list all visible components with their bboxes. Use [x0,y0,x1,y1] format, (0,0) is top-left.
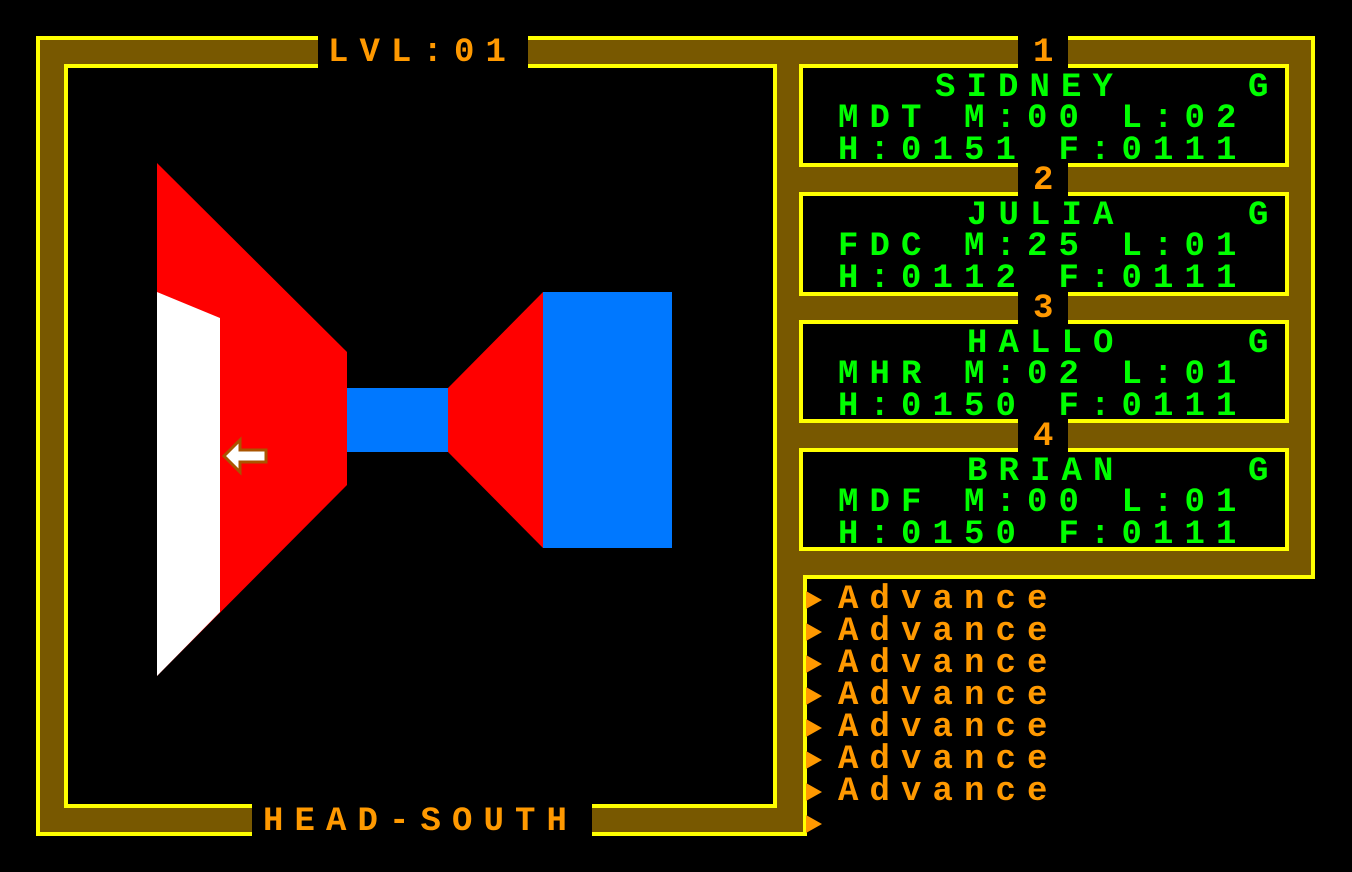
party-box-4 [799,448,1289,551]
log-entry: Advance [806,583,1059,617]
right-front-wall [543,292,672,548]
prompt-arrow-icon [806,623,822,641]
prompt-arrow-icon [806,783,822,801]
slot-number: 1 [1033,34,1065,72]
heading-indicator: HEAD-SOUTH [263,803,579,841]
message-log: Advance Advance Advance Advance Advance … [806,583,1059,840]
far-front-wall [347,388,448,452]
member-flag: G [1248,69,1280,107]
log-entry: Advance [806,743,1059,777]
member-hp: H:0151 F:0111 [838,132,1248,170]
prompt-arrow-icon [806,815,822,833]
party-box-3 [799,320,1289,423]
prompt-arrow-icon [806,591,822,609]
prompt-arrow-icon [806,687,822,705]
log-entry: Advance [806,775,1059,809]
slot-number: 4 [1033,418,1065,456]
member-name: JULIA [967,197,1125,235]
near-left-wall [157,292,220,676]
log-entry: Advance [806,647,1059,681]
member-hp: H:0150 F:0111 [838,516,1248,554]
slot-number: 2 [1033,162,1065,200]
prompt-arrow-icon [806,655,822,673]
member-stats: FDC M:25 L:01 [838,228,1248,266]
party-box-1 [799,64,1289,167]
party-box-2 [799,192,1289,296]
member-stats: MHR M:02 L:01 [838,356,1248,394]
member-stats: MDT M:00 L:02 [838,100,1248,138]
member-name: SIDNEY [935,69,1125,107]
right-side-wall [448,292,543,548]
prompt-arrow-icon [806,751,822,769]
level-indicator: LVL:01 [328,34,518,72]
member-hp: H:0150 F:0111 [838,388,1248,426]
log-entry: Advance [806,679,1059,713]
member-name: BRIAN [967,453,1125,491]
log-entry: Advance [806,711,1059,745]
arrow-cursor-icon [221,436,268,476]
member-flag: G [1248,453,1280,491]
slot-number: 3 [1033,290,1065,328]
member-flag: G [1248,325,1280,363]
log-entry: Advance [806,615,1059,649]
member-flag: G [1248,197,1280,235]
command-prompt[interactable] [806,808,1059,840]
member-stats: MDF M:00 L:01 [838,484,1248,522]
member-name: HALLO [967,325,1125,363]
prompt-arrow-icon [806,719,822,737]
member-hp: H:0112 F:0111 [838,260,1248,298]
